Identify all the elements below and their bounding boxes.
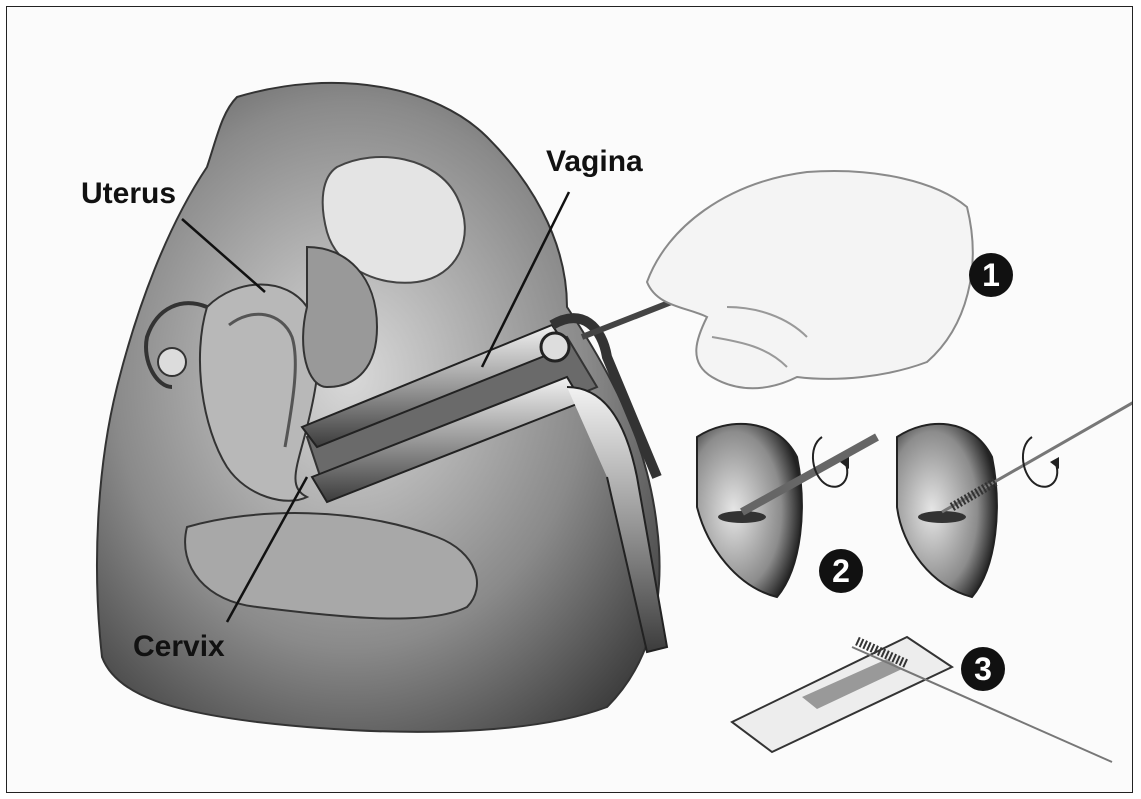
- cervix-label: Cervix: [133, 632, 225, 662]
- vagina-label: Vagina: [546, 147, 643, 177]
- cervix-view-brush: [897, 402, 1133, 597]
- hand-icon: [582, 171, 973, 388]
- diagram-frame: Uterus Vagina Cervix 1 2 3: [6, 6, 1133, 793]
- uterus-label: Uterus: [81, 179, 176, 209]
- step-2-badge: 2: [819, 549, 863, 593]
- glass-slide-icon: [732, 637, 1112, 762]
- step-1-badge: 1: [969, 253, 1013, 297]
- step-3-badge: 3: [961, 647, 1005, 691]
